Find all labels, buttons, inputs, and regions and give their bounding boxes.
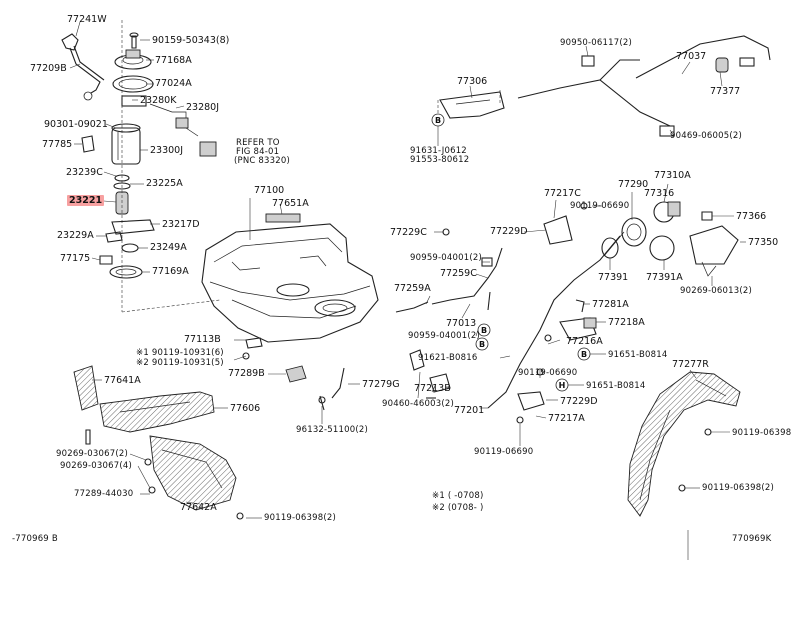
part-label[interactable]: 77217A [548, 413, 585, 424]
hose-77279g [318, 367, 345, 411]
reference-note: REFER TO [236, 138, 280, 148]
part-label[interactable]: 77310A [654, 170, 691, 181]
part-label[interactable]: ※2 90119-10931(5) [136, 358, 224, 368]
footnote: ※2 (0708- ) [432, 503, 484, 513]
wheel-house-liner [627, 371, 741, 517]
part-label[interactable]: 23217D [162, 219, 200, 230]
part-label[interactable]: 77113B [184, 334, 221, 345]
part-label[interactable]: 77037 [676, 51, 707, 62]
part-label[interactable]: 23300J [150, 145, 184, 156]
part-label[interactable]: 77651A [272, 198, 309, 209]
callouts: B B B B H [431, 113, 591, 392]
part-label[interactable]: 77216A [566, 336, 603, 347]
part-label[interactable]: 77175 [60, 253, 91, 264]
part-label[interactable]: 91631-J0612 [410, 146, 467, 156]
part-label[interactable]: 77100 [254, 185, 285, 196]
part-label[interactable]: 90119-06398(2) [702, 483, 774, 493]
part-label[interactable]: 77350 [748, 237, 779, 248]
part-label[interactable]: 90959-04001(2) [408, 331, 480, 341]
part-label[interactable]: 77259A [394, 283, 431, 294]
part-label[interactable]: 23225A [146, 178, 183, 189]
part-label[interactable]: 91553-80612 [410, 155, 470, 165]
part-label[interactable]: 90119-06690 [570, 201, 630, 211]
evap-lines [437, 35, 771, 137]
part-label[interactable]: 77259C [440, 268, 477, 279]
part-label[interactable]: 90460-46003(2) [382, 399, 454, 409]
part-label[interactable]: 77289B [228, 368, 265, 379]
part-label[interactable]: 90269-03067(4) [60, 461, 132, 471]
part-label[interactable]: 77377 [710, 86, 741, 97]
fuel-pump-assembly [61, 20, 221, 313]
callout-b-1: B [435, 116, 441, 125]
part-label[interactable]: 77366 [736, 211, 767, 222]
part-label[interactable]: 77209B [30, 63, 67, 74]
part-label[interactable]: 77168A [155, 55, 192, 66]
drawing-number: -770969 B [12, 534, 58, 544]
leader-lines [69, 21, 746, 560]
part-label[interactable]: 77306 [457, 76, 488, 87]
callout-b-3: B [479, 340, 485, 349]
part-label[interactable]: 23280J [186, 102, 220, 113]
part-label[interactable]: 23239C [66, 167, 103, 178]
part-label[interactable]: 96132-51100(2) [296, 425, 368, 435]
part-label[interactable]: 77290 [618, 179, 649, 190]
part-label[interactable]: 90950-06117(2) [560, 38, 632, 48]
part-label[interactable]: 90269-03067(2) [56, 449, 128, 459]
part-label[interactable]: 77642A [180, 502, 217, 513]
part-label[interactable]: 77277R [672, 359, 709, 370]
part-label[interactable]: 77229C [390, 227, 427, 238]
part-label[interactable]: 77229D [490, 226, 528, 237]
part-label[interactable]: 23229A [57, 230, 94, 241]
heat-shields [73, 365, 244, 520]
part-label[interactable]: 90301-09021 [44, 119, 108, 130]
part-label[interactable]: ※1 90119-10931(6) [136, 348, 224, 358]
filler-neck-assembly [395, 201, 739, 424]
part-label[interactable]: 90119-06690 [518, 368, 578, 378]
part-label[interactable]: 77391 [598, 272, 629, 283]
reference-note: FIG 84-01 [236, 147, 280, 157]
part-label[interactable]: 77201 [454, 405, 485, 416]
part-label[interactable]: 77289-44030 [74, 489, 134, 499]
part-label[interactable]: 77024A [155, 78, 192, 89]
part-label[interactable]: 77279G [362, 379, 400, 390]
part-label[interactable]: 77641A [104, 375, 141, 386]
part-label[interactable]: 90159-50343(8) [152, 35, 230, 46]
part-label[interactable]: 77241W [67, 14, 107, 25]
part-label[interactable]: 77013 [446, 318, 477, 329]
part-label[interactable]: 77217C [544, 188, 581, 199]
callout-b-2: B [481, 326, 487, 335]
part-label[interactable]: 77785 [42, 139, 73, 150]
part-label[interactable]: 90119-06398 [732, 428, 792, 438]
callout-h-1: H [559, 381, 566, 390]
part-label[interactable]: 77218A [608, 317, 645, 328]
part-label[interactable]: 77281A [592, 299, 629, 310]
part-label[interactable]: 77606 [230, 403, 261, 414]
part-label[interactable]: 23280K [140, 95, 177, 106]
callout-b-4: B [581, 350, 587, 359]
footnote: ※1 ( -0708) [432, 491, 484, 501]
part-label[interactable]: 77316 [644, 188, 675, 199]
part-label[interactable]: 23249A [150, 242, 187, 253]
part-label[interactable]: 90119-06690 [474, 447, 534, 457]
part-label[interactable]: 90959-04001(2) [410, 253, 482, 263]
part-label[interactable]: 77229D [560, 396, 598, 407]
drawing-number: 770969K [732, 534, 772, 544]
part-label[interactable]: 91621-B0816 [418, 353, 478, 363]
part-label[interactable]: 91651-B0814 [586, 381, 646, 391]
part-label-highlighted[interactable]: 23221 [67, 195, 105, 206]
reference-note: (PNC 83320) [234, 156, 290, 166]
part-label[interactable]: 90119-06398(2) [264, 513, 336, 523]
part-label[interactable]: 90269-06013(2) [680, 286, 752, 296]
part-label[interactable]: 77213B [414, 383, 451, 394]
part-label[interactable]: 91651-B0814 [608, 350, 668, 360]
fuel-tank [201, 198, 379, 383]
part-label[interactable]: 77391A [646, 272, 683, 283]
part-label[interactable]: 77169A [152, 266, 189, 277]
part-label[interactable]: 90469-06005(2) [670, 131, 742, 141]
